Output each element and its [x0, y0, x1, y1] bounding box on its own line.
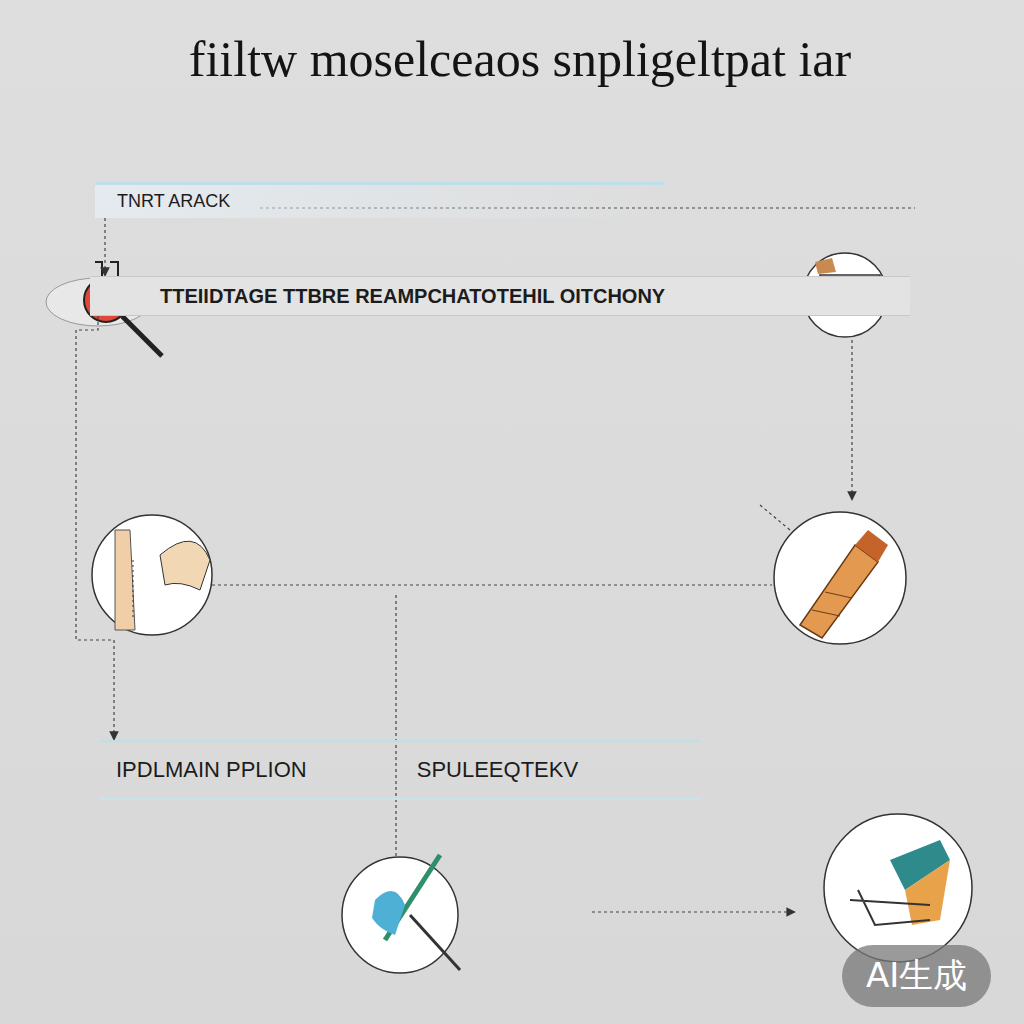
watermark: AI生成	[842, 945, 991, 1007]
band-text: SPULEEQTEKV	[417, 757, 578, 783]
band-text: IPDLMAIN PPLION	[116, 757, 307, 783]
tool-icon	[774, 512, 906, 644]
brush-icon	[824, 814, 972, 962]
text-band: TTEIIDTAGE TTBRE REAMPCHATOTEHIL OITCHON…	[90, 276, 910, 316]
dashed-connector	[76, 316, 114, 740]
pen-icon	[342, 855, 460, 973]
band-text: TNRT ARACK	[117, 191, 230, 212]
band-text: TTEIIDTAGE TTBRE REAMPCHATOTEHIL OITCHON…	[160, 285, 665, 308]
text-band: TNRT ARACK	[95, 182, 665, 218]
hand-icon	[92, 515, 212, 635]
text-band: IPDLMAIN PPLION SPULEEQTEKV	[100, 740, 700, 800]
dashed-connector	[104, 218, 105, 276]
diagram-title: fiiltw moselceaos snpligeltpat iar	[60, 30, 980, 88]
